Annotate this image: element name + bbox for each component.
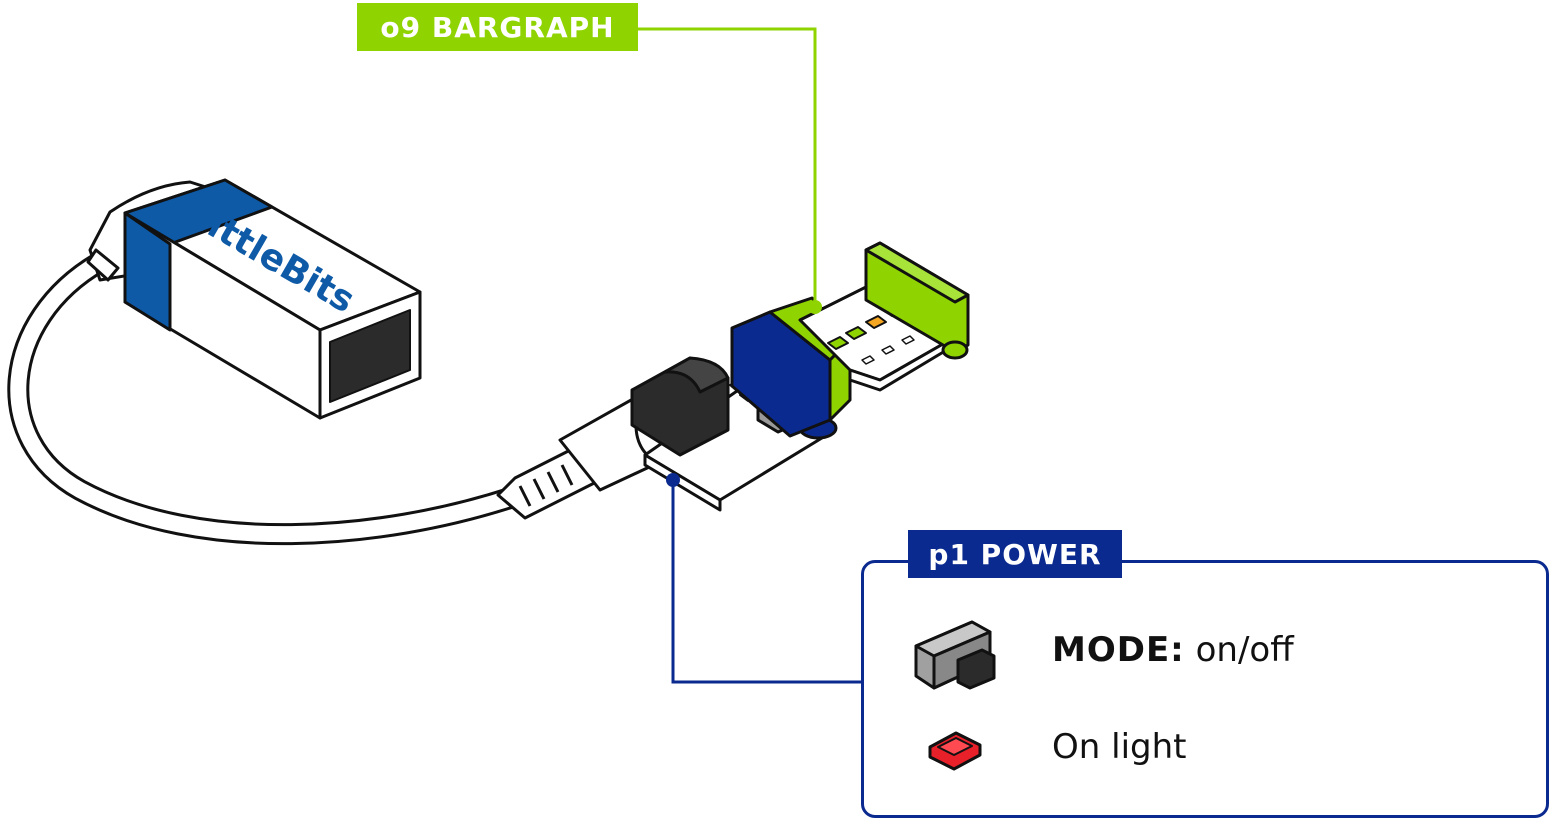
on-light-description: On light: [1052, 727, 1187, 767]
bargraph-leader-dot: [808, 300, 822, 314]
bargraph-leader-line: [638, 27, 817, 307]
power-leader-dot: [666, 473, 680, 487]
power-leader-line: [671, 480, 861, 684]
battery-cable: [7, 251, 521, 546]
mode-value: on/off: [1184, 630, 1294, 670]
switch-icon: [914, 620, 996, 690]
power-label: p1 POWER: [908, 530, 1122, 578]
on-light-icon: [928, 731, 982, 771]
battery: littleBits: [86, 178, 422, 420]
power-legend-box: [861, 560, 1549, 818]
mode-description: MODE: on/off: [1052, 630, 1294, 670]
mode-label: MODE:: [1052, 630, 1185, 670]
bargraph-label: o9 BARGRAPH: [357, 3, 638, 51]
bargraph-bit: [798, 241, 970, 392]
